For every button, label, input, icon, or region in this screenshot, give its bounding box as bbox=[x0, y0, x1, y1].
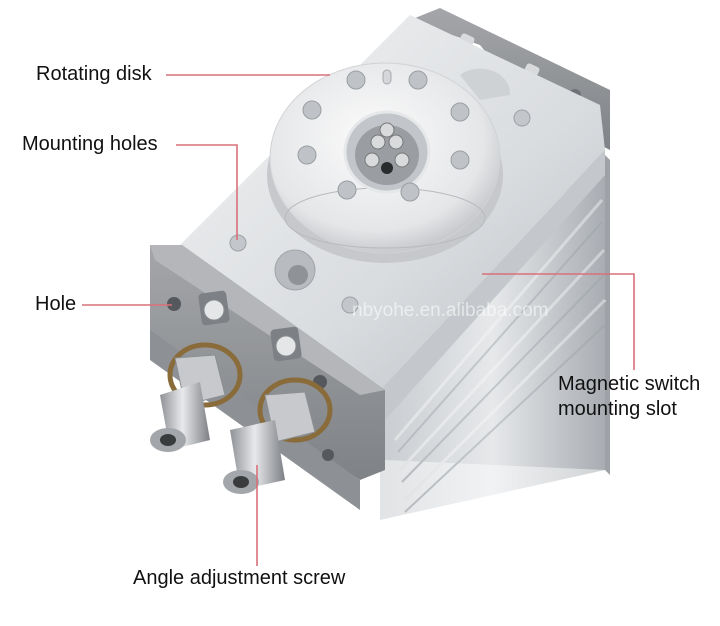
leader-lines bbox=[82, 74, 635, 566]
watermark: nbyohe.en.alibaba.com bbox=[352, 300, 549, 321]
leader-magnetic-switch bbox=[482, 273, 635, 370]
label-rotating-disk: Rotating disk bbox=[36, 63, 152, 85]
angle-adjustment-screws bbox=[150, 354, 316, 494]
rotating-disk-graphic bbox=[267, 62, 503, 263]
label-magnetic-switch-line2: mounting slot bbox=[558, 398, 677, 420]
label-magnetic-switch-line1: Magnetic switch bbox=[558, 373, 701, 395]
label-angle-adjustment-screw: Angle adjustment screw bbox=[133, 567, 346, 589]
leader-mounting-holes bbox=[176, 144, 238, 240]
label-mounting-holes: Mounting holes bbox=[22, 133, 158, 155]
label-hole: Hole bbox=[35, 293, 77, 315]
